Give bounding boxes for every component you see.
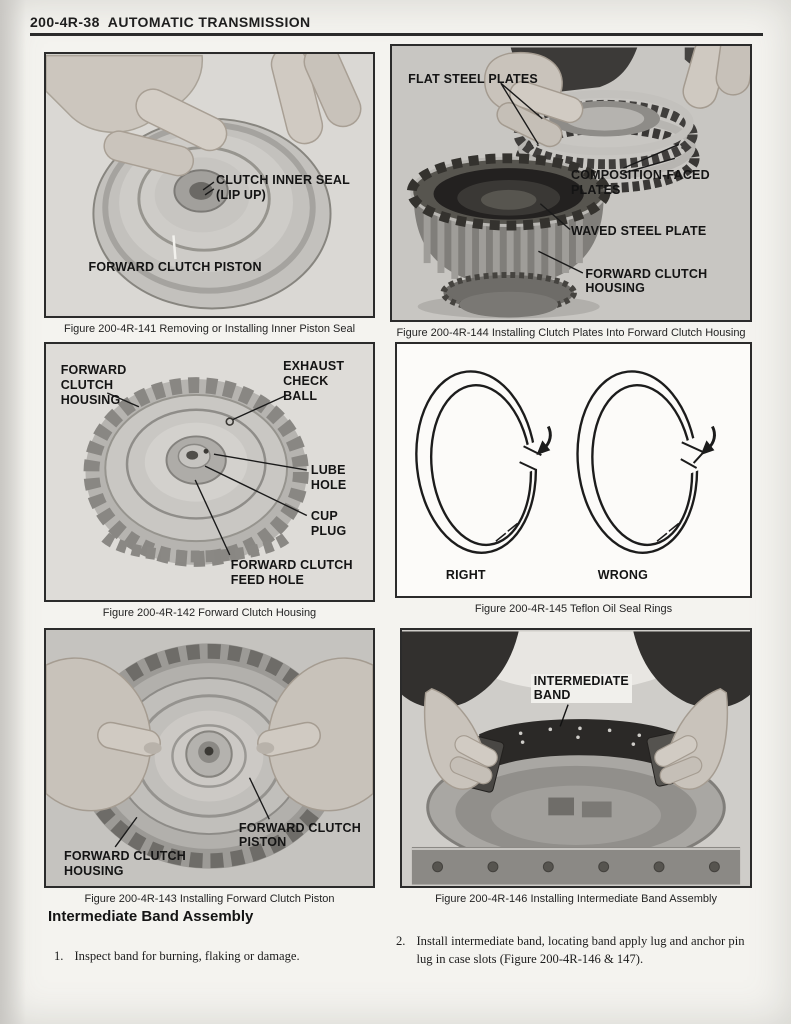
hand (654, 687, 729, 790)
figure-144-photo: FLAT STEEL PLATES COMPOSITION-FACED PLAT… (390, 44, 752, 322)
leader-line (172, 181, 215, 260)
figure-144-caption: Figure 200-4R-144 Installing Clutch Plat… (396, 327, 746, 339)
figure-144-label-flat-steel: FLAT STEEL PLATES (408, 72, 538, 87)
step-2-number: 2. (396, 934, 406, 948)
arrow-down-icon (700, 425, 716, 456)
figure-142: FORWARD CLUTCH HOUSING EXHAUST CHECK BAL… (44, 342, 375, 620)
hand (682, 46, 750, 109)
figure-141-illustration (46, 54, 373, 315)
figure-141-photo: CLUTCH INNER SEAL (LIP UP) FORWARD CLUTC… (44, 52, 375, 318)
figure-145-caption: Figure 200-4R-145 Teflon Oil Seal Rings (474, 603, 673, 615)
forward-clutch-housing-drum (406, 153, 611, 319)
step-2-text: Install intermediate band, locating band… (416, 934, 745, 966)
figure-144-label-waved: WAVED STEEL PLATE (571, 224, 707, 239)
hand (256, 657, 373, 812)
step-1-text: Inspect band for burning, flaking or dam… (74, 949, 300, 963)
figure-143-photo: FORWARD CLUTCH PISTON FORWARD CLUTCH HOU… (44, 628, 375, 888)
transmission-case (411, 744, 741, 885)
hand (46, 657, 162, 812)
page-header-title: 200-4R-38 AUTOMATIC TRANSMISSION (30, 14, 311, 30)
figure-146-illustration (402, 631, 750, 885)
seal-ring-wrong-way (576, 370, 713, 554)
figure-145-label-wrong: WRONG (597, 568, 649, 583)
header-rule (30, 33, 763, 36)
figure-143-label-piston: FORWARD CLUTCH PISTON (238, 820, 361, 850)
figure-142-illustration (46, 345, 373, 599)
figure-144-label-housing: FORWARD CLUTCH HOUSING (585, 266, 708, 296)
scan-edge-shading (0, 0, 26, 1024)
hand (270, 54, 362, 145)
figure-142-label-cup: CUP PLUG (310, 509, 347, 538)
leader-line (559, 704, 569, 727)
leader-line (500, 82, 680, 274)
leader-line (106, 392, 308, 556)
hand (483, 51, 584, 148)
figure-145-label-right: RIGHT (445, 568, 486, 583)
figure-142-label-feed: FORWARD CLUTCH FEED HOLE (230, 557, 353, 587)
forward-clutch-housing-drum (76, 643, 342, 869)
figure-145: RIGHT WRONG Figure 200-4R-145 Teflon Oil… (395, 342, 752, 616)
figure-143: FORWARD CLUTCH PISTON FORWARD CLUTCH HOU… (44, 628, 375, 906)
hand (423, 687, 498, 790)
forward-clutch-housing-drum (83, 377, 309, 567)
figure-142-caption: Figure 200-4R-142 Forward Clutch Housing (102, 607, 317, 619)
figure-141-label-piston: FORWARD CLUTCH PISTON (88, 259, 262, 274)
figure-145-photo: RIGHT WRONG (395, 342, 752, 598)
figure-143-caption: Figure 200-4R-143 Installing Forward Clu… (84, 893, 335, 905)
step-1: 1. Inspect band for burning, flaking or … (54, 948, 376, 966)
hand (46, 54, 228, 177)
arrow-down-icon (536, 425, 552, 456)
figure-141-label-inner-seal: CLUTCH INNER SEAL (LIP UP) (216, 173, 350, 202)
figure-144-label-composition: COMPOSITION-FACED PLATES (571, 167, 710, 197)
figure-142-label-exhaust: EXHAUST CHECK BALL (283, 359, 345, 403)
figure-146-label-band: INTERMEDIATE BAND (530, 673, 632, 704)
clutch-piston-disc (92, 117, 332, 310)
figure-142-photo: FORWARD CLUTCH HOUSING EXHAUST CHECK BAL… (44, 342, 375, 602)
figure-141-caption: Figure 200-4R-141 Removing or Installing… (63, 323, 356, 335)
figure-143-illustration (46, 631, 373, 885)
step-1-number: 1. (54, 949, 64, 963)
step-2: 2. Install intermediate band, locating b… (396, 933, 752, 969)
section-title: Intermediate Band Assembly (48, 908, 254, 925)
leader-line (114, 777, 270, 848)
figure-146-photo: INTERMEDIATE BAND (400, 628, 752, 888)
figure-143-label-housing: FORWARD CLUTCH HOUSING (63, 848, 186, 878)
figure-145-illustration (397, 345, 750, 595)
figure-146-caption: Figure 200-4R-146 Installing Intermediat… (435, 893, 717, 905)
figure-142-label-housing: FORWARD CLUTCH HOUSING (60, 363, 127, 407)
figure-144: FLAT STEEL PLATES COMPOSITION-FACED PLAT… (390, 44, 752, 340)
seal-ring-right-way (415, 370, 548, 554)
figure-141: CLUTCH INNER SEAL (LIP UP) FORWARD CLUTC… (44, 52, 375, 336)
figure-144-illustration (392, 46, 750, 319)
figure-146: INTERMEDIATE BAND Figure 200-4R-146 Inst… (400, 628, 752, 906)
figure-142-label-lube: LUBE HOLE (310, 463, 347, 492)
